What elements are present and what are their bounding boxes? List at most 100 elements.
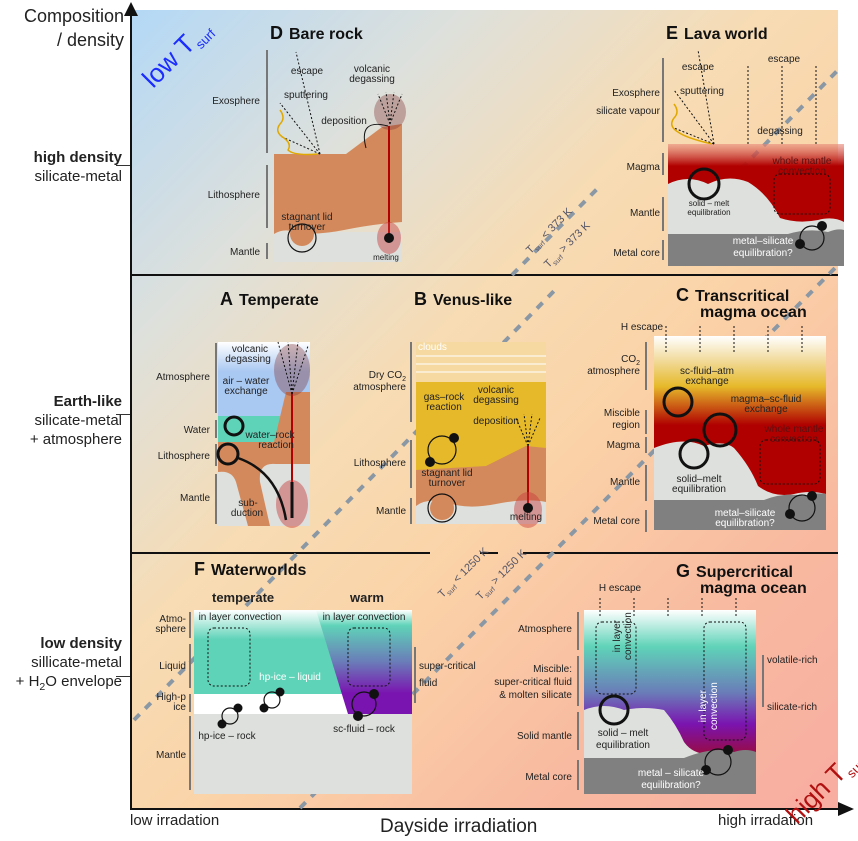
layer-bracket bbox=[215, 343, 217, 413]
layer-bracket bbox=[266, 243, 268, 259]
degassing-label: degassing bbox=[757, 126, 803, 137]
row-label-line: silicate-metal bbox=[34, 412, 122, 429]
question-marker-icon bbox=[384, 233, 394, 243]
question-marker-icon bbox=[701, 765, 711, 775]
layer-label: atmosphere bbox=[587, 366, 640, 377]
row-label-bold: Earth-like bbox=[53, 393, 122, 410]
layer-bracket bbox=[577, 612, 579, 650]
lithosphere-layer bbox=[274, 124, 402, 234]
x-high-label: high irradation bbox=[718, 812, 814, 829]
layer-label: super-critical fluid bbox=[494, 677, 572, 688]
row-divider-bottom-left bbox=[130, 552, 430, 554]
layer-label: Lithosphere bbox=[207, 190, 260, 201]
high-p-ice-layer bbox=[194, 694, 354, 714]
h-escape-arrows bbox=[599, 598, 737, 616]
equilibration-label: equilibration? bbox=[641, 780, 701, 791]
panel-g-cross-section bbox=[584, 610, 756, 794]
sputtering-label: sputtering bbox=[284, 90, 328, 101]
metal-silicate-label: metal–silicate bbox=[714, 508, 776, 519]
panel-title-text: Waterworlds bbox=[211, 562, 307, 579]
layer-bracket bbox=[645, 465, 647, 501]
layer-label-dry-co2: Dry CO2 bbox=[330, 370, 406, 386]
hp-ice-rock-cycle-icon bbox=[221, 707, 239, 725]
cloud-layer bbox=[416, 342, 546, 382]
panel-b-cross-section bbox=[416, 342, 546, 528]
sputter-line bbox=[673, 127, 715, 145]
layer-bracket bbox=[414, 647, 416, 703]
layer-bracket bbox=[410, 440, 412, 488]
layer-bracket bbox=[410, 342, 412, 422]
layer-label: Solid mantle bbox=[516, 731, 572, 742]
y-axis-arrow-icon bbox=[124, 2, 138, 16]
degassing-label: degassing bbox=[473, 395, 519, 406]
magma-sc-fluid-label: magma–sc-fluid bbox=[730, 394, 802, 405]
panel-d-cross-section bbox=[274, 124, 402, 262]
layer-label: atmosphere bbox=[353, 382, 406, 393]
layer-bracket bbox=[645, 410, 647, 434]
h-escape-arrows bbox=[665, 326, 803, 352]
question-marker-icon bbox=[217, 719, 227, 729]
layer-bracket bbox=[410, 498, 412, 524]
solid-melt-cycle-icon bbox=[598, 694, 630, 726]
whole-mantle-convection-loop bbox=[759, 439, 821, 485]
in-layer-convection-label: in layer convection bbox=[322, 612, 406, 623]
panel-title-text: Venus-like bbox=[433, 292, 513, 309]
subduction-label: sub- bbox=[238, 498, 258, 509]
layer-label: Metal core bbox=[613, 248, 660, 259]
convection-loop-deep bbox=[703, 621, 747, 741]
degassing-rays bbox=[377, 91, 403, 125]
water-rock-cycle-icon bbox=[216, 442, 240, 466]
equilibration-label: equilibration bbox=[687, 208, 731, 217]
water-rock-label: water–rock bbox=[245, 430, 295, 441]
x-low-label: low irradation bbox=[130, 812, 220, 829]
row-label-line: silicate-metal bbox=[34, 168, 122, 185]
h-escape-label: H escape bbox=[620, 322, 664, 333]
question-marker-icon bbox=[723, 745, 733, 755]
layer-bracket bbox=[662, 58, 664, 142]
x-axis-arrow-icon bbox=[838, 802, 854, 816]
question-marker-icon bbox=[795, 239, 805, 249]
layer-label: Mantle bbox=[155, 750, 186, 761]
layer-bracket bbox=[189, 644, 191, 688]
whole-mantle-label: whole mantle bbox=[764, 424, 824, 435]
exchange-label: exchange bbox=[685, 376, 729, 387]
row-label-line: + H2O envelope bbox=[15, 673, 122, 693]
core-layer bbox=[654, 493, 826, 530]
layer-bracket bbox=[577, 712, 579, 750]
core-layer bbox=[584, 750, 756, 794]
threshold-373-line-a bbox=[510, 184, 602, 277]
hp-ice-liquid-cycle-icon bbox=[263, 691, 281, 709]
turnover-cycle-icon bbox=[427, 493, 457, 523]
row-label-line: + atmosphere bbox=[29, 431, 122, 448]
layer-label: Mantle bbox=[629, 208, 660, 219]
layer-label: region bbox=[612, 420, 640, 431]
solid-melt-label: solid–melt bbox=[676, 474, 722, 485]
sc-fluid-atm-label: sc-fluid–atm bbox=[680, 366, 734, 377]
row-divider-bottom-right bbox=[523, 552, 838, 554]
stagnant-lid-drip bbox=[290, 222, 314, 246]
equilibration-label: equilibration bbox=[672, 484, 726, 495]
layer-label: Metal core bbox=[525, 772, 572, 783]
convection-loop-upper bbox=[595, 621, 637, 695]
question-marker-icon bbox=[233, 703, 243, 713]
layer-label: Exosphere bbox=[612, 88, 660, 99]
layer-bracket bbox=[645, 510, 647, 532]
row-tick bbox=[116, 414, 130, 415]
melting-label: melting bbox=[373, 253, 399, 262]
sputter-line bbox=[673, 89, 715, 145]
solid-melt-label: solid – melt bbox=[688, 199, 730, 208]
layer-bracket bbox=[189, 612, 191, 638]
air-water-cycle-icon bbox=[223, 415, 245, 437]
layer-bracket bbox=[215, 474, 217, 524]
layer-bracket bbox=[215, 420, 217, 438]
side-label: fluid bbox=[419, 678, 438, 689]
x-axis-title: Dayside irradiation bbox=[380, 816, 538, 837]
layer-label-co2: CO2 bbox=[580, 354, 640, 370]
whole-mantle-label: whole mantle bbox=[772, 156, 832, 167]
layer-label: Miscible: bbox=[533, 664, 572, 675]
layer-label: Mantle bbox=[229, 247, 260, 258]
